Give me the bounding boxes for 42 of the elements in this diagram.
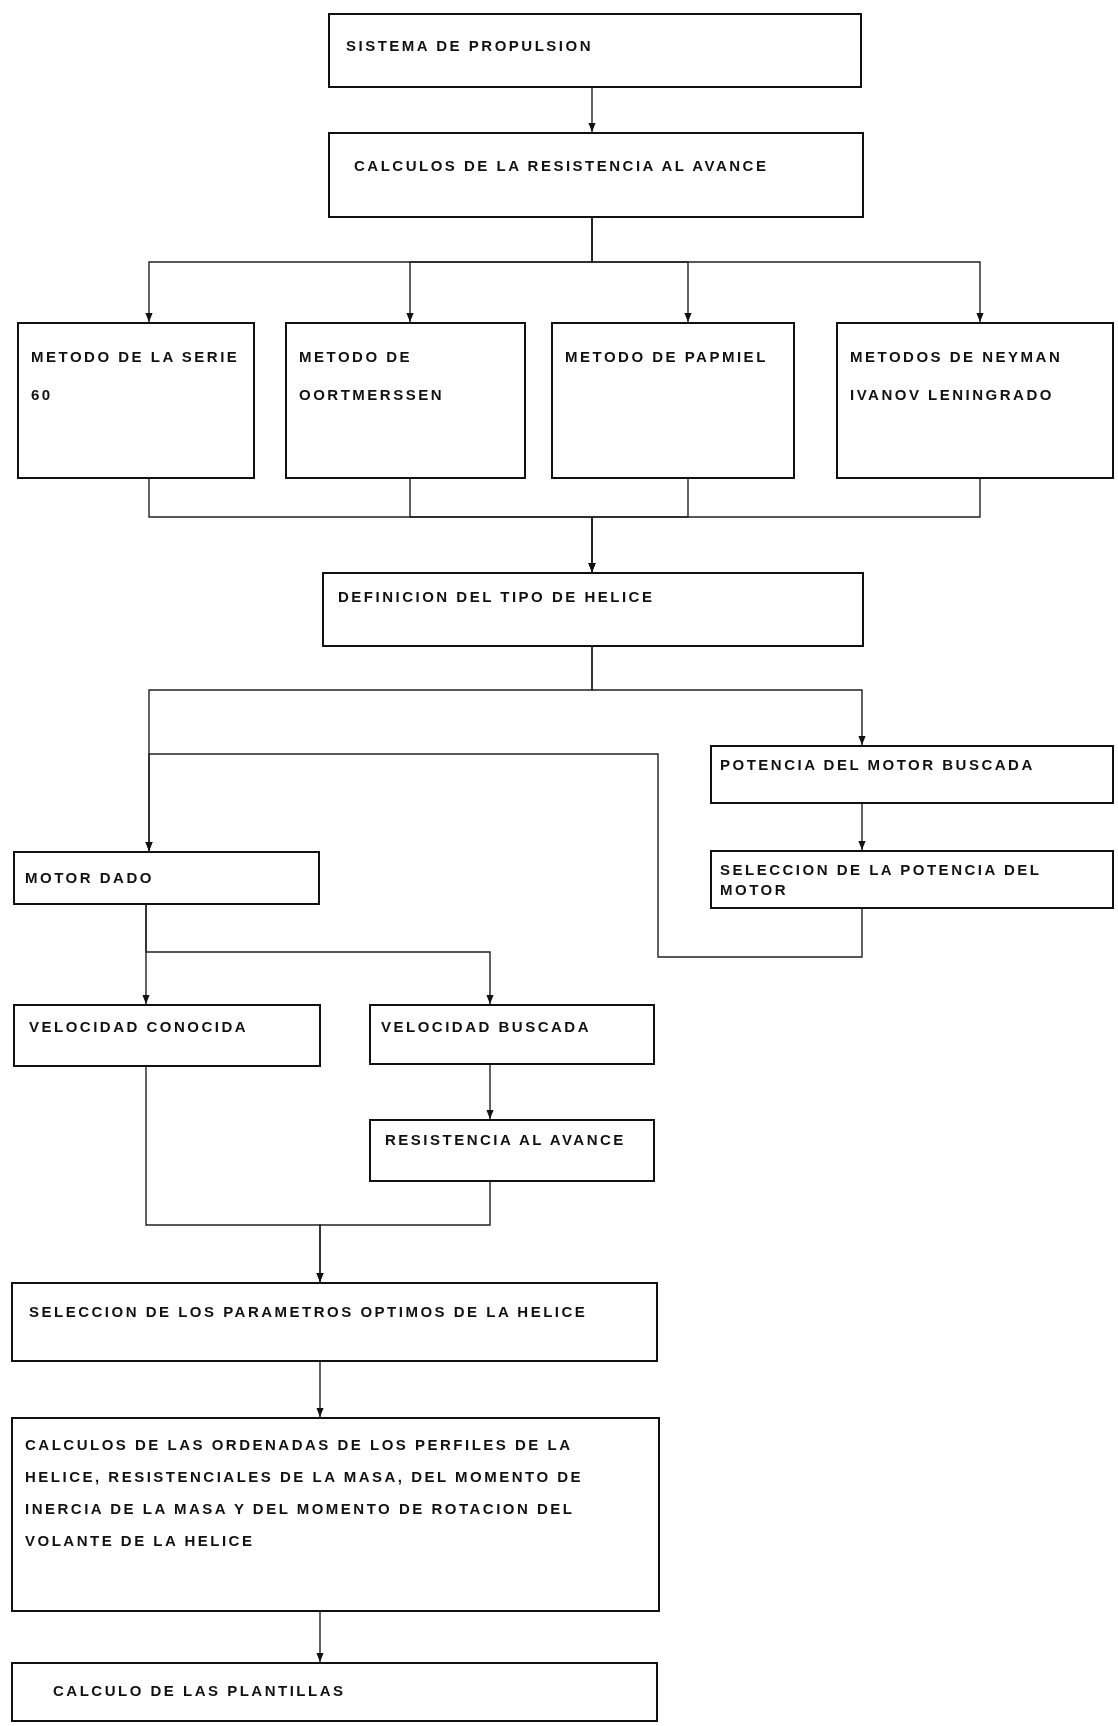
box-text: METODO DE PAPMIEL [565,347,769,367]
process-box [13,1004,321,1067]
box-text: MOTOR DADO [25,868,155,888]
process-box [836,322,1114,479]
box-text: METODO DE LA SERIE 60 [31,347,241,405]
connector-arrow [316,1361,324,1418]
process-box [322,572,864,647]
box-text: CALCULO DE LAS PLANTILLAS [53,1681,347,1701]
box-text: RESISTENCIA AL AVANCE [385,1130,627,1150]
box-text: DEFINICION DEL TIPO DE HELICE [338,587,656,607]
connector-arrow [145,904,494,1005]
process-box [11,1662,658,1722]
process-box [551,322,795,479]
box-text: SELECCION DE LOS PARAMETROS OPTIMOS DE LA HELICE [29,1302,589,1322]
process-box [369,1004,655,1065]
connector-arrow [316,1611,324,1663]
connector-arrow [588,87,596,133]
box-text: VELOCIDAD CONOCIDA [29,1017,250,1037]
process-box [17,322,255,479]
process-box [13,851,320,905]
process-box [11,1417,660,1612]
box-text: SISTEMA DE PROPULSION [346,36,594,56]
process-box [328,132,864,218]
box-text: METODOS DE NEYMAN IVANOV LENINGRADO [850,347,1064,405]
box-text: POTENCIA DEL MOTOR BUSCADA [720,755,1036,775]
box-text: VELOCIDAD BUSCADA [381,1017,592,1037]
process-box [11,1282,658,1362]
box-text: SELECCION DE LA POTENCIA DEL MOTOR [720,860,1043,900]
connector-arrow [858,803,866,851]
process-box [285,322,526,479]
process-box [710,745,1114,804]
box-text: CALCULOS DE LAS ORDENADAS DE LOS PERFILES DE LA HELICE, RESISTENCIALES DE LA MASA, DEL MOMENTO DE INERCIA DE LA MASA Y DEL MOMENTO DE ROTACION DEL VOLANTE DE LA HELICE [25,1435,585,1551]
connector-arrow [588,478,981,573]
process-box [369,1119,655,1182]
process-box [710,850,1114,909]
connector-arrow [145,753,863,958]
box-text: METODO DE OORTMERSSEN [299,347,445,405]
box-text: CALCULOS DE LA RESISTENCIA AL AVANCE [354,156,770,176]
process-box [328,13,862,88]
connector-arrow [486,1064,494,1120]
connector-arrow [316,1181,491,1283]
connector-arrow [591,646,866,746]
